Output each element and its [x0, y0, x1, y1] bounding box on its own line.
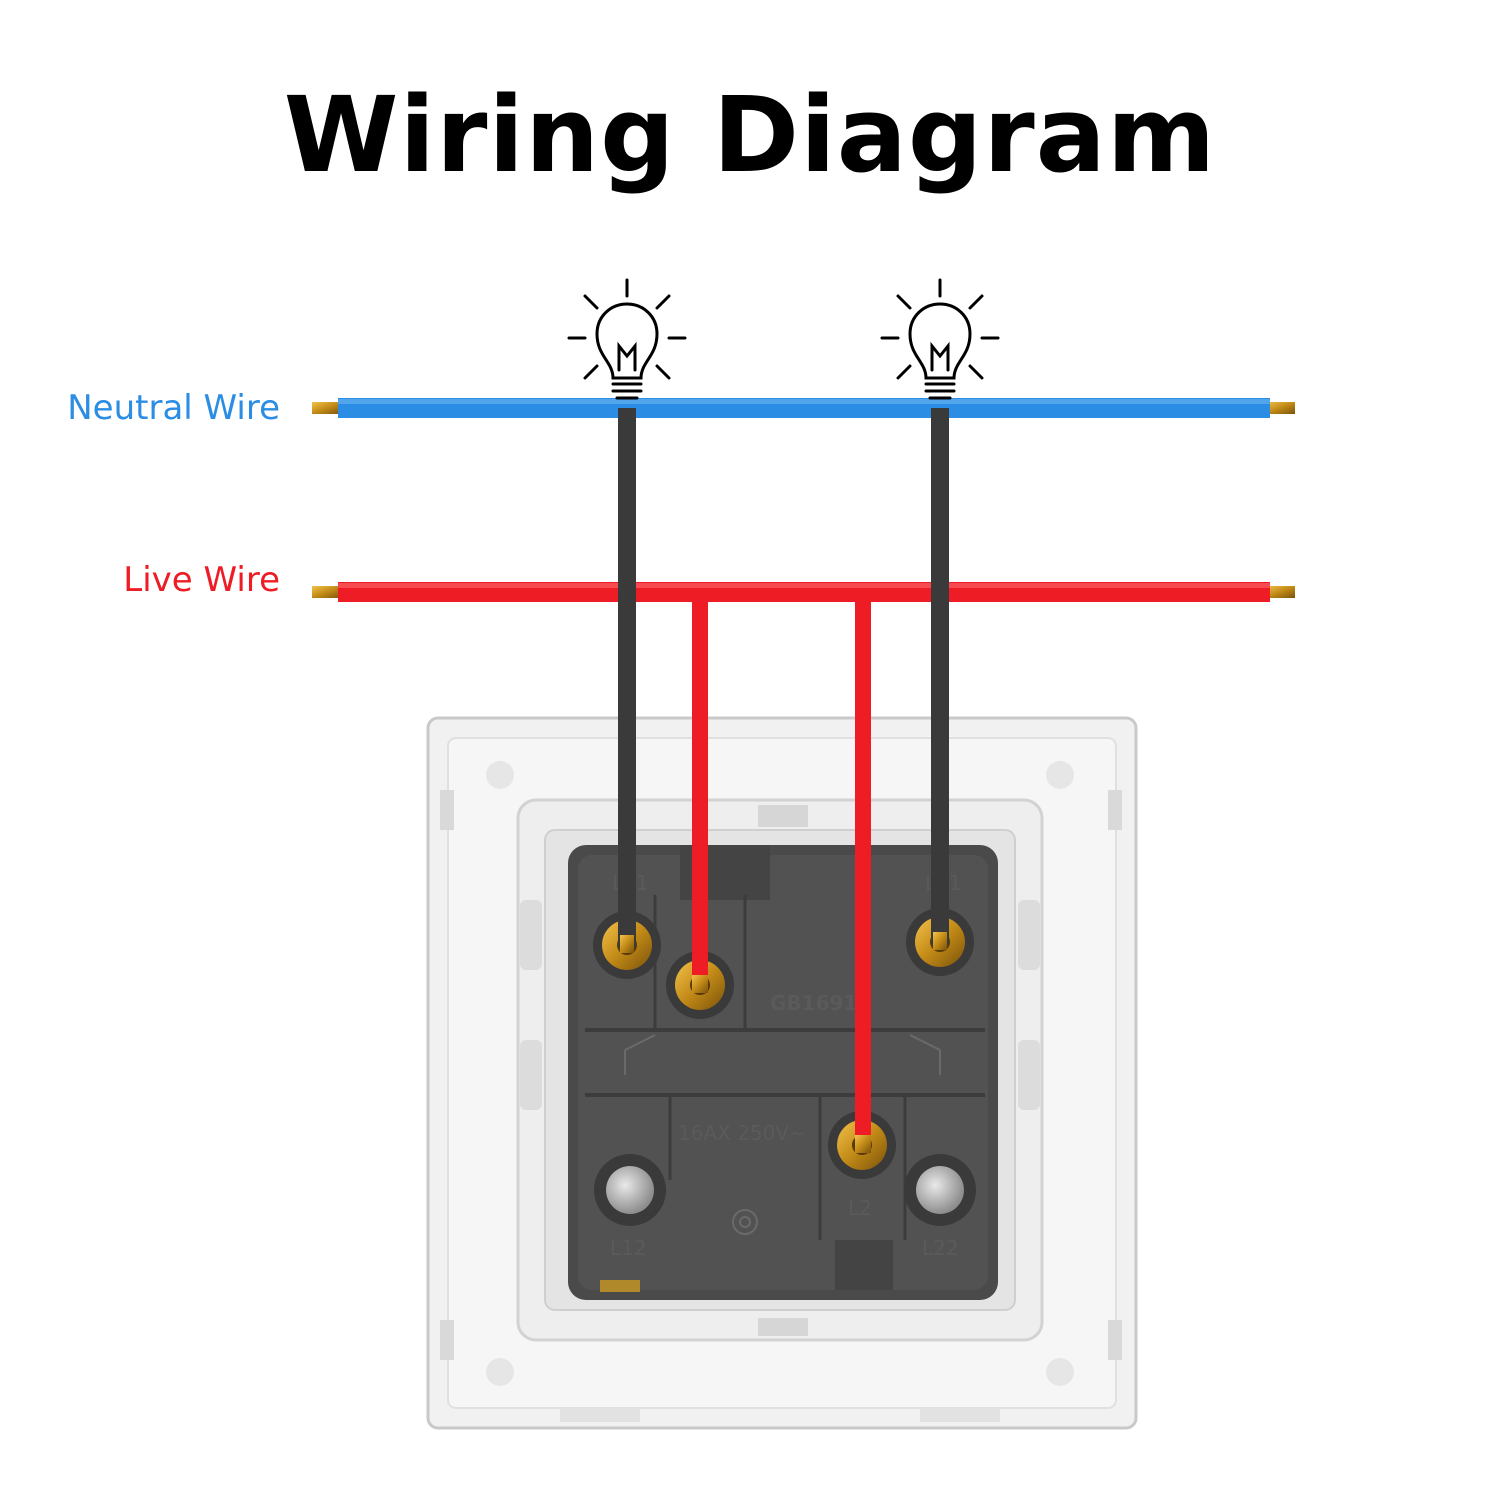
mounting-screw-right	[904, 1154, 976, 1226]
light-bulb-icon	[880, 278, 1000, 400]
page-title: Wiring Diagram	[283, 74, 1217, 196]
load-wire-l21	[931, 408, 949, 945]
live-feed-wire-l2	[855, 598, 871, 1148]
rating-label: 16AX 250V~	[678, 1121, 806, 1145]
live-feed-wire-l1	[692, 598, 708, 988]
certification-mark-icon	[732, 1209, 758, 1235]
neutral-wire	[312, 398, 1295, 418]
light-bulb-icon	[567, 278, 687, 400]
live-feed-wires	[692, 598, 871, 1153]
live-wire-label: Live Wire	[123, 560, 280, 600]
live-wire	[312, 582, 1295, 602]
terminal-label-l22: L22	[922, 1236, 959, 1260]
model-number: GB16915	[770, 991, 871, 1015]
load-wires	[618, 408, 949, 953]
mounting-screw-left	[594, 1154, 666, 1226]
terminal-label-l12: L12	[610, 1236, 647, 1260]
terminal-label-l2: L2	[848, 1196, 872, 1220]
neutral-wire-label: Neutral Wire	[67, 388, 280, 428]
load-wire-l11	[618, 408, 636, 948]
